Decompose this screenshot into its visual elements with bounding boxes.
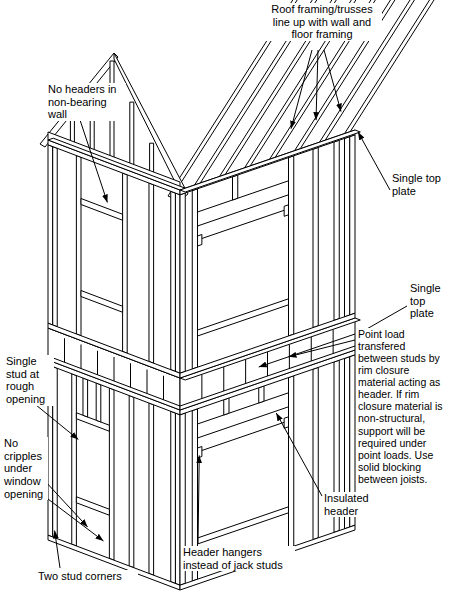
leader-line (291, 50, 312, 129)
rafter (243, 0, 415, 172)
stud (149, 403, 154, 575)
stud (192, 189, 197, 369)
stud (96, 383, 101, 422)
callout-label: Two stud corners (38, 570, 138, 583)
joist-end (114, 357, 115, 381)
stud (233, 175, 238, 200)
window-sill (198, 299, 289, 336)
single-top-plate (48, 140, 180, 195)
leader-lines (36, 50, 407, 568)
leader-line (44, 480, 88, 527)
window-sill (81, 291, 123, 313)
header-core (198, 195, 289, 226)
stud (53, 147, 58, 327)
stud (345, 137, 350, 317)
rafter (218, 0, 390, 180)
stud (109, 388, 114, 560)
joist-end (130, 363, 131, 387)
leader-line (289, 340, 356, 357)
callout-label: Single stud at rough opening (6, 355, 54, 406)
stud (83, 378, 88, 417)
window-head (81, 199, 123, 221)
joist-end (163, 376, 164, 400)
stud (313, 147, 318, 327)
stud (175, 413, 180, 585)
callout-label: Point load transfered between studs by r… (358, 328, 446, 485)
solid-blocking (223, 367, 224, 391)
stud (129, 396, 134, 568)
callout-label: No cripples under window opening (4, 437, 48, 500)
header-hanger (284, 205, 288, 217)
leader-line (358, 132, 390, 190)
bottom-plate (180, 525, 355, 590)
leader-line (324, 50, 341, 112)
stud (224, 398, 229, 415)
stud (123, 173, 128, 353)
gable-stud (130, 102, 134, 172)
stud (149, 183, 154, 363)
bottom-plate (180, 313, 355, 378)
stud (180, 193, 185, 373)
window-sill (76, 497, 109, 516)
header-hanger (198, 235, 202, 247)
callout-label: Single top plate (410, 282, 448, 320)
callout-label: No headers in non-bearing wall (48, 83, 126, 121)
joist-end (81, 345, 82, 369)
leader-line (44, 496, 103, 541)
leader-line (198, 455, 199, 544)
stud (171, 191, 176, 371)
wall-framing (40, 0, 450, 590)
stud (76, 156, 81, 336)
joist-end (64, 338, 65, 362)
stud (334, 140, 339, 320)
leader-line (259, 334, 355, 367)
insulated-header (198, 181, 289, 240)
stud (259, 386, 264, 403)
leader-line (316, 50, 318, 120)
stud (175, 193, 180, 373)
rim-edge (48, 356, 180, 406)
leader-line (80, 120, 107, 203)
stud (350, 135, 355, 315)
callout-label: Header hangers instead of jack studs (183, 546, 295, 571)
window-sill (198, 507, 289, 544)
solid-blocking (245, 360, 246, 384)
bottom-plate (48, 323, 180, 378)
header-core (198, 407, 289, 438)
callout-label: Single top plate (392, 172, 446, 197)
joist-end (147, 370, 148, 394)
stud (289, 376, 294, 548)
callout-label: Insulated header (324, 492, 382, 517)
window-head (76, 413, 109, 432)
stud (313, 367, 318, 539)
leader-line (36, 405, 78, 440)
plate-top (180, 130, 360, 192)
stud (48, 145, 53, 325)
leader-line (276, 413, 322, 496)
solid-blocking (201, 375, 202, 399)
joist-end (97, 351, 98, 375)
stud (171, 411, 176, 583)
stud (289, 156, 294, 336)
rim-edge (180, 346, 355, 406)
header-hanger (284, 417, 288, 429)
plate-top (48, 138, 185, 190)
leader-line (55, 531, 60, 569)
callout-label: Roof framing/trusses line up with wall a… (262, 3, 382, 41)
